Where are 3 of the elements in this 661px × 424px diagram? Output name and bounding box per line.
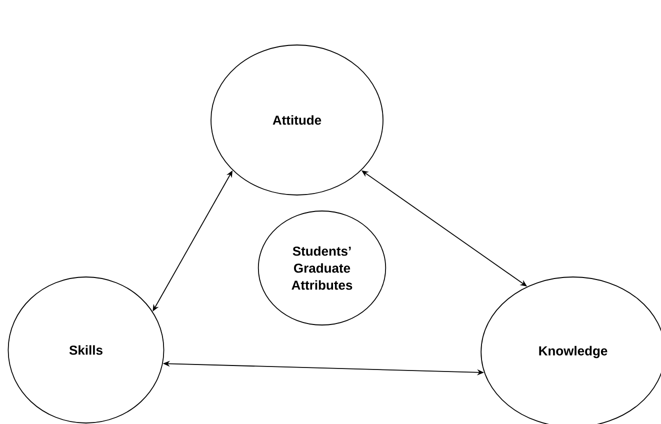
ellipse-node: Skills: [8, 276, 164, 424]
ellipse-node: Attitude: [210, 44, 384, 196]
ellipse-node: Students’ Graduate Attributes: [258, 210, 386, 326]
